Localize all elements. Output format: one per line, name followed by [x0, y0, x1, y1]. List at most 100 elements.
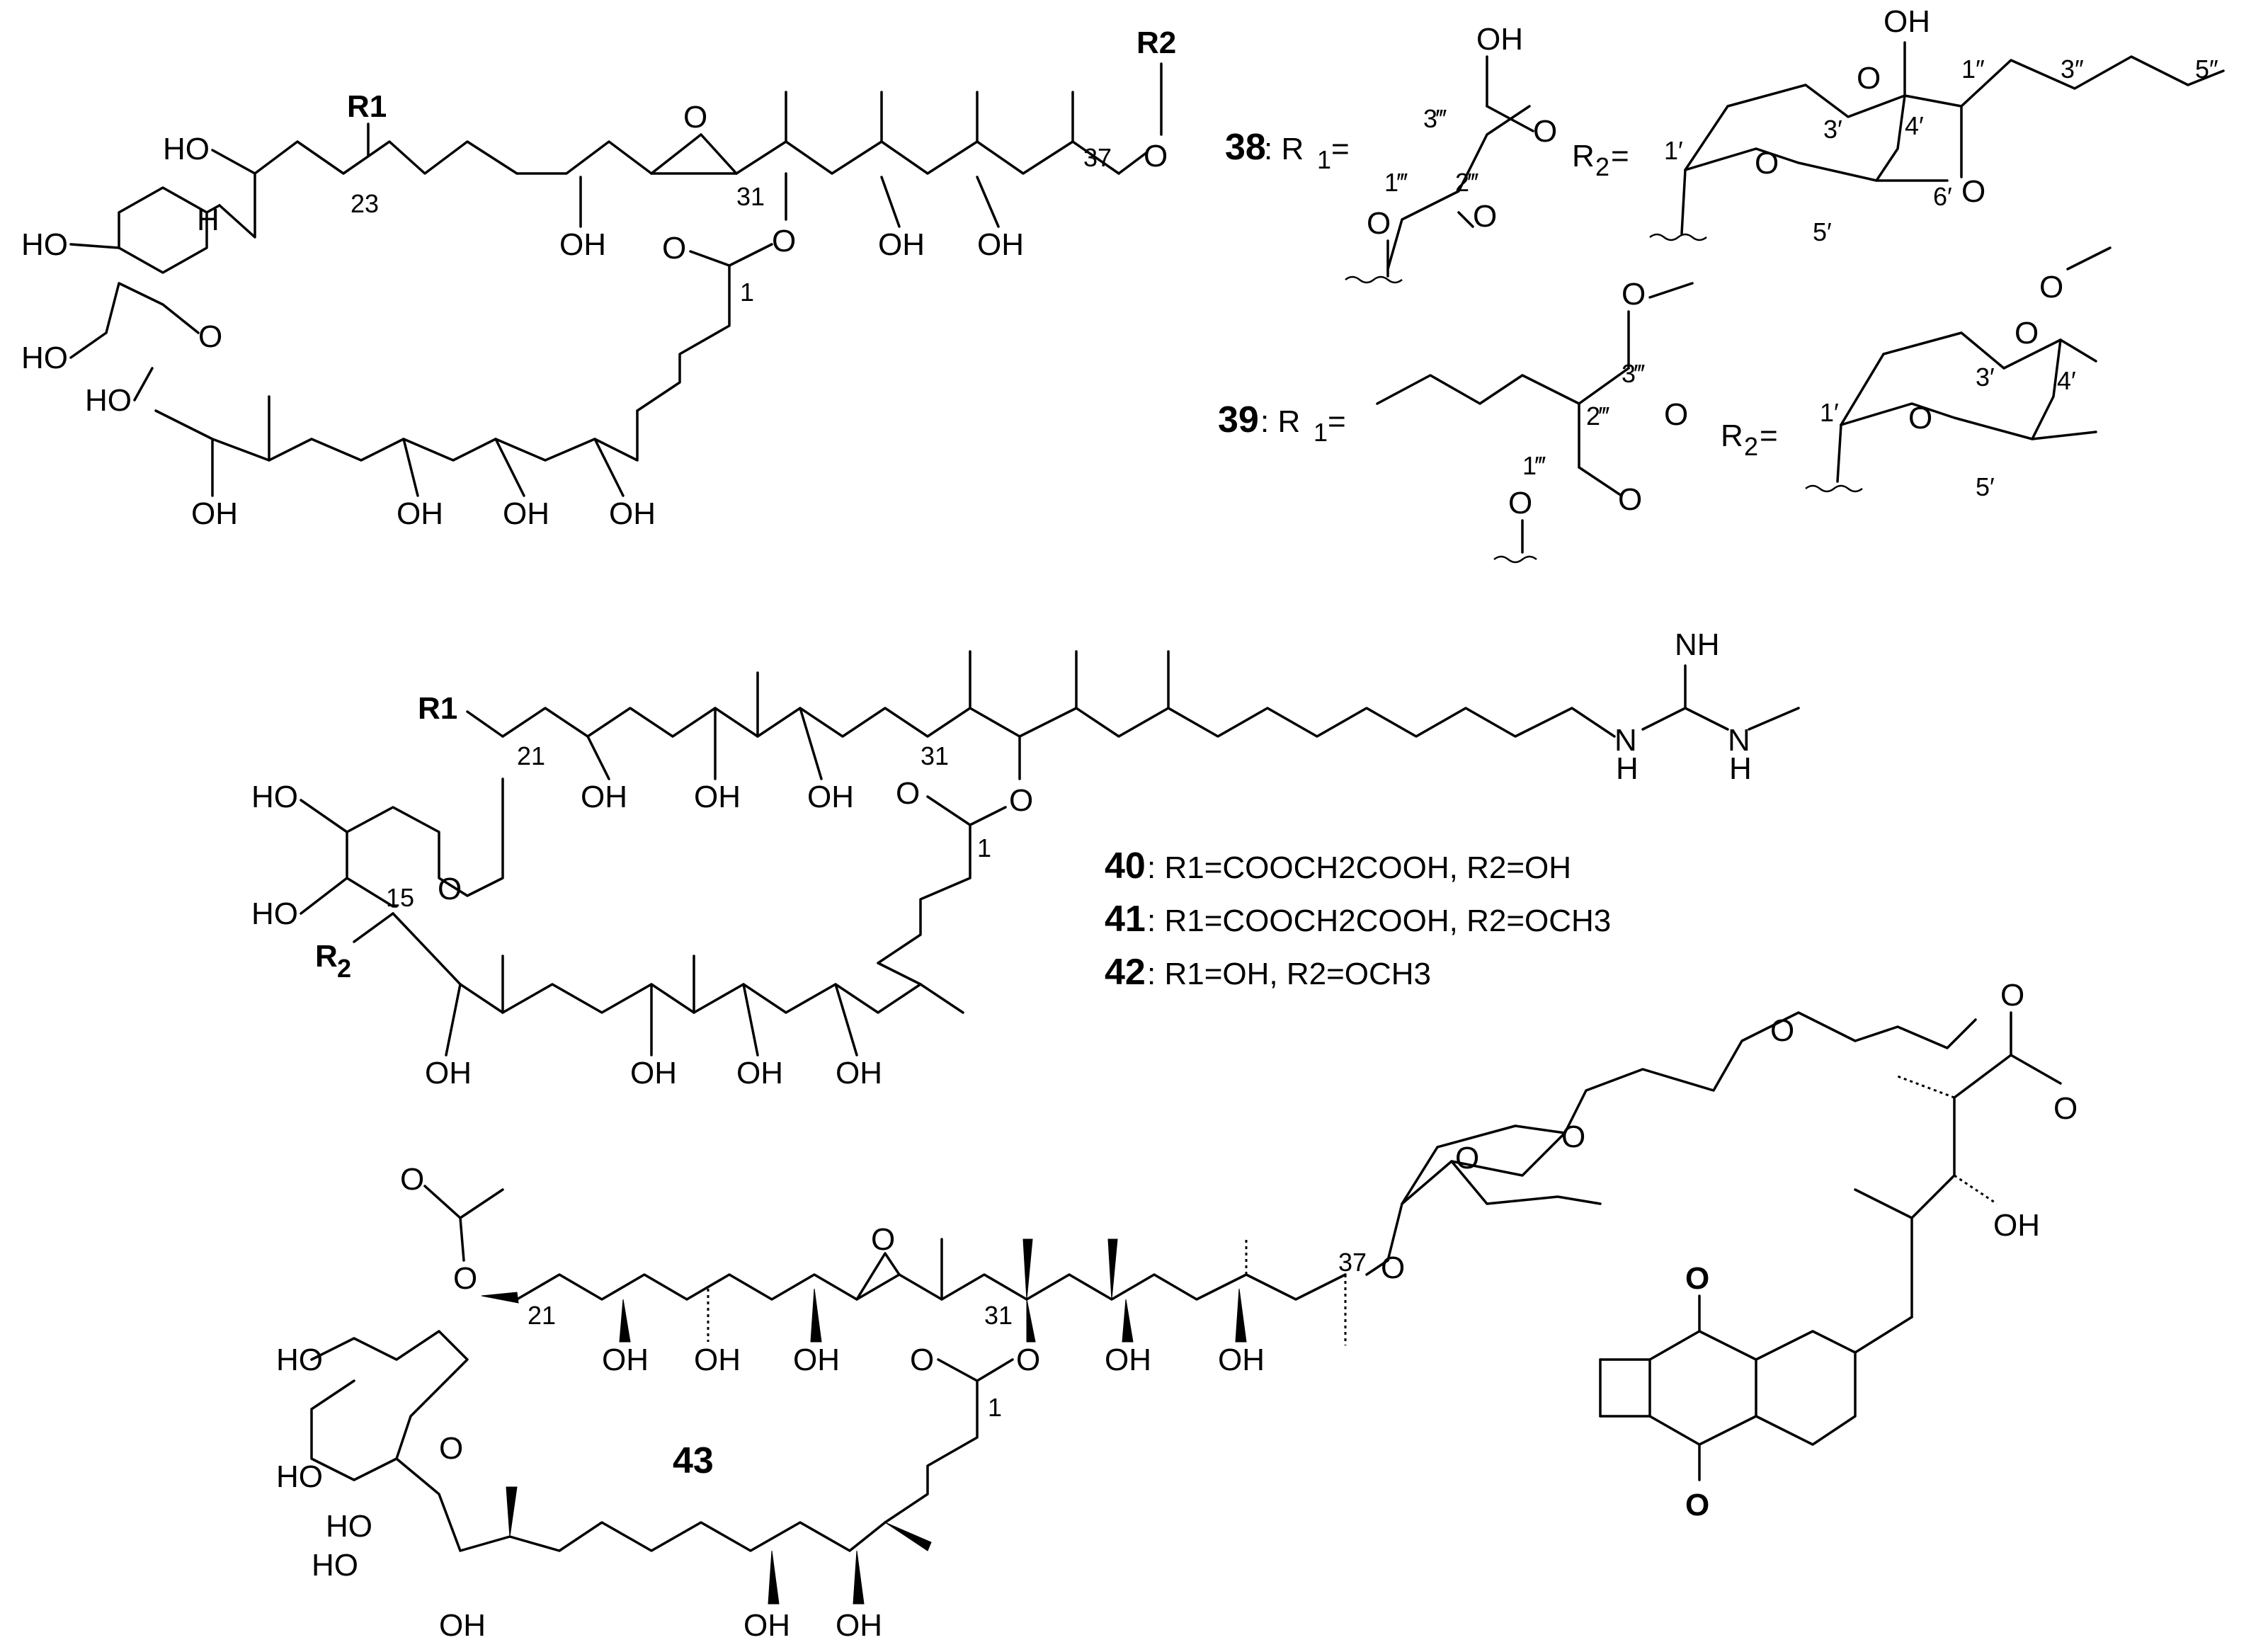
- sugar-glyco-o: O: [1561, 1120, 1585, 1154]
- macrolide-43: 43 O O 21 31 37 O O OH OH OH OH OH O O 1…: [276, 1162, 1405, 1643]
- guanidine-nh: NH: [1675, 627, 1720, 662]
- oh-b6: OH: [439, 1608, 486, 1643]
- r1-label: R1: [347, 89, 387, 124]
- c39-r2-sub: 2: [1744, 432, 1758, 461]
- lactone-o: O: [2000, 978, 2024, 1013]
- c39-co-o2: O: [1618, 482, 1642, 517]
- c38-cooh-o: O: [1533, 114, 1557, 149]
- ester-o-2: O: [1009, 783, 1033, 818]
- r2-label-2: R: [315, 939, 338, 974]
- compound-42-label: 42: [1105, 952, 1146, 993]
- ring-o-2: O: [438, 872, 462, 906]
- r2-label: R2: [1136, 25, 1176, 60]
- locant-31: 31: [736, 182, 765, 211]
- c39-r1-sub: 1: [1313, 418, 1328, 447]
- carbonyl-o: O: [662, 231, 686, 266]
- guanidine-n2: N: [1728, 723, 1750, 758]
- ho-top: HO: [163, 132, 210, 166]
- locant-21b: 21: [528, 1301, 556, 1330]
- def-42: : R1=OH, R2=OCH3: [1147, 957, 1431, 991]
- locant-31c: 31: [984, 1301, 1013, 1330]
- carbonyl-o-3: O: [910, 1343, 934, 1377]
- locant-37: 37: [1083, 143, 1112, 172]
- c38-r2-prefix: R: [1572, 139, 1595, 173]
- guanidine-h1: H: [1616, 751, 1639, 786]
- sugar-o-1: O: [1455, 1141, 1479, 1175]
- c39-loc-1p: 1′: [1820, 398, 1839, 427]
- oh-b2: OH: [694, 1343, 741, 1377]
- compound-43-label: 43: [673, 1440, 714, 1481]
- definitions-40-42: 40 : R1=COOCH2COOH, R2=OH 41 : R1=COOCH2…: [1105, 845, 1611, 993]
- acetate-o: O: [453, 1261, 477, 1296]
- locant-1: 1: [740, 278, 754, 307]
- compound-38-substituents: 38 : R 1 = OH O 3‴ 2‴ 1‴ O O R 2 = O O O…: [1225, 4, 2225, 284]
- c39-r1-eq: =: [1328, 404, 1346, 439]
- c39-loc-4p: 4′: [2057, 366, 2076, 395]
- compound-41-label: 41: [1105, 899, 1146, 940]
- oh-l2: OH: [397, 496, 443, 531]
- carbonyl-o-2: O: [896, 776, 920, 811]
- c39-loc-2ppp: 2‴: [1586, 401, 1609, 431]
- c38-sugar-o: O: [1755, 146, 1779, 181]
- c38-loc-3p: 3′: [1823, 115, 1842, 144]
- ring-o-3: O: [439, 1431, 463, 1466]
- c39-ester-o: O: [1508, 486, 1532, 520]
- c38-r1-prefix: : R: [1264, 132, 1304, 166]
- quinone-o-2: O: [1685, 1488, 1709, 1522]
- naph-oh: OH: [1993, 1208, 2040, 1243]
- locant-23: 23: [351, 189, 379, 218]
- c38-ester-o: O: [1367, 206, 1391, 241]
- guanidine-h2: H: [1729, 751, 1752, 786]
- c39-r2-prefix: R: [1721, 418, 1743, 453]
- oh-b4: OH: [1105, 1343, 1151, 1377]
- c38-loc-5pp: 5″: [2195, 55, 2218, 84]
- c38-sugar-o2: O: [1857, 61, 1881, 96]
- c38-loc-2ppp: 2‴: [1455, 168, 1478, 197]
- c38-loc-5p: 5′: [1813, 217, 1832, 246]
- c38-r2-eq: =: [1611, 139, 1629, 173]
- c38-r1-sub: 1: [1317, 145, 1331, 174]
- ho-40-1: HO: [251, 780, 298, 814]
- c38-cooh-oh: OH: [1476, 22, 1523, 57]
- c39-r1-prefix: : R: [1260, 404, 1300, 439]
- c39-loc-3p: 3′: [1976, 363, 1995, 392]
- acetate-co-o: O: [400, 1162, 424, 1197]
- oh-b5: OH: [1218, 1343, 1265, 1377]
- oh-l1: OH: [191, 496, 238, 531]
- lactone-co: O: [2053, 1091, 2078, 1126]
- oh-33: OH: [878, 227, 925, 262]
- ring-o: O: [198, 319, 222, 354]
- c38-sugar-oh: OH: [1884, 4, 1930, 39]
- locant-21: 21: [517, 741, 545, 770]
- macrolide-38-39: HO HO HO O H HO R1 23 O OH 31 37 O R2 OH…: [21, 25, 1176, 531]
- oh-35: OH: [977, 227, 1024, 262]
- c39-sugar-o: O: [1908, 401, 1932, 435]
- c39-loc-3ppp: 3‴: [1622, 359, 1645, 388]
- oh-m4: OH: [425, 1056, 472, 1090]
- c38-loc-3pp: 3″: [2061, 55, 2084, 84]
- ring-ho-2: HO: [21, 341, 68, 375]
- c39-sugar-ome: O: [2039, 270, 2063, 304]
- quinone-o-1: O: [1685, 1261, 1709, 1296]
- compound-39-label: 39: [1218, 399, 1259, 440]
- c39-ome-o1: O: [1622, 277, 1646, 312]
- oh-b3: OH: [793, 1343, 840, 1377]
- o37-2: O: [1381, 1251, 1405, 1285]
- locant-1c: 1: [988, 1393, 1002, 1422]
- def-41: : R1=COOCH2COOH, R2=OCH3: [1147, 904, 1611, 938]
- oh-m2: OH: [694, 780, 741, 814]
- oh-m5: OH: [630, 1056, 677, 1090]
- c39-loc-5p: 5′: [1976, 472, 1995, 501]
- compound-40-label: 40: [1105, 845, 1146, 887]
- c38-loc-1pp: 1″: [1961, 55, 1985, 84]
- oh-b1: OH: [602, 1343, 649, 1377]
- oh-m7: OH: [836, 1056, 882, 1090]
- o37: O: [1144, 139, 1168, 173]
- guanidine-n1: N: [1614, 723, 1637, 758]
- r2-label-2-sub: 2: [337, 954, 351, 983]
- def-40: : R1=COOCH2COOH, R2=OH: [1147, 850, 1571, 885]
- ring-h: H: [197, 203, 220, 237]
- c38-loc-6p: 6′: [1933, 182, 1952, 211]
- c38-loc-3ppp: 3‴: [1423, 104, 1447, 133]
- c39-sugar-o2: O: [2015, 316, 2039, 351]
